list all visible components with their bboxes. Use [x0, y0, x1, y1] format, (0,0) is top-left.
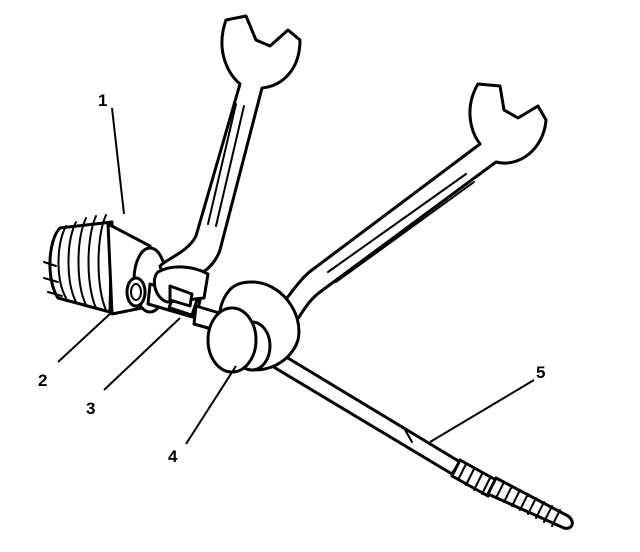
callout-3: 3	[86, 399, 95, 418]
callout-1: 1	[98, 91, 107, 110]
rack-housing-assembly	[43, 214, 168, 316]
tie-rod-shaft	[146, 282, 462, 476]
callout-2: 2	[38, 371, 47, 390]
callout-5: 5	[536, 363, 545, 382]
leader-1	[111, 107, 125, 215]
wrench-upper	[152, 14, 302, 308]
leader-2	[57, 311, 113, 363]
threaded-rod-end	[450, 458, 574, 530]
wrench-lower	[206, 82, 548, 374]
leader-lines	[57, 107, 535, 445]
leader-5	[429, 379, 535, 443]
callout-4: 4	[168, 447, 178, 466]
leader-4	[185, 365, 237, 445]
callout-labels: 1 2 3 4 5	[38, 91, 545, 466]
leader-3	[103, 317, 181, 391]
